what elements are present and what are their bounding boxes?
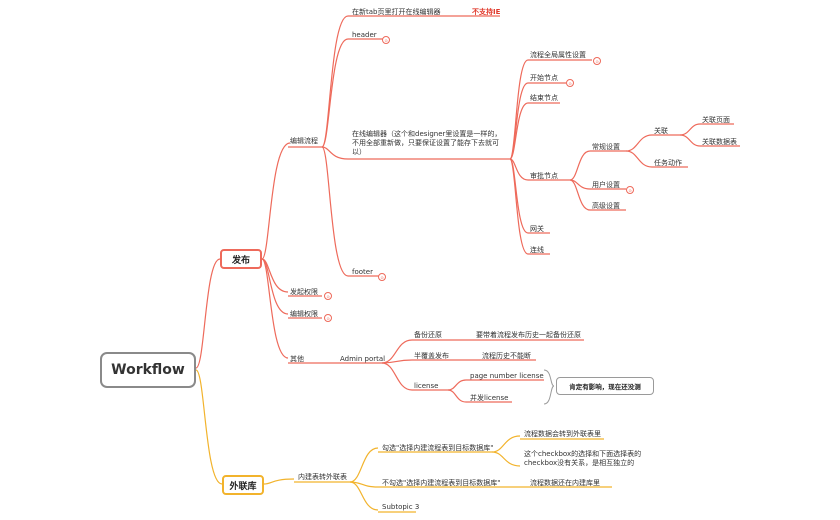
unchecked-option-node[interactable]: 不勾选"选择内建流程表到目标数据库" (382, 479, 501, 487)
connector-publish-other (261, 258, 289, 359)
edit-flow-node[interactable]: 编辑流程 (290, 137, 318, 145)
global-attr-link-icon[interactable]: ⊙ (593, 57, 601, 65)
connector-edit-editor (321, 146, 349, 160)
no-ie-label: 不支持IE (472, 8, 501, 16)
builtin-to-external-node[interactable]: 内建表转外联表 (298, 473, 347, 481)
connector-root-publish (195, 258, 221, 369)
checked-result-1[interactable]: 流程数据会转到外联表里 (524, 430, 601, 438)
edit-perm-link-icon[interactable]: ⊙ (324, 314, 332, 322)
relate-data-node[interactable]: 关联数据表 (702, 138, 737, 146)
connector-publish-edit (261, 142, 291, 260)
unchecked-result[interactable]: 流程数据还在内建库里 (530, 479, 600, 487)
publish-node[interactable]: 发布 (220, 249, 262, 269)
admin-portal-node[interactable]: Admin portal (340, 355, 386, 363)
subtopic-node[interactable]: Subtopic 3 (382, 503, 420, 511)
half-publish-node[interactable]: 半覆盖发布 (414, 352, 449, 360)
header-node[interactable]: header (352, 31, 377, 39)
relate-page-node[interactable]: 关联页面 (702, 116, 730, 124)
footer-node[interactable]: footer (352, 268, 373, 276)
connector-edit-header (321, 38, 349, 148)
half-publish-note[interactable]: 流程历史不能断 (482, 352, 531, 360)
connector-edit-footer (321, 146, 349, 277)
page-license-node[interactable]: page number license (470, 372, 544, 380)
connector-root-external (195, 369, 223, 485)
checked-result-2[interactable]: 这个checkbox的选择和下面选择表的checkbox没有关系，是相互独立的 (524, 450, 642, 467)
license-bracket (543, 369, 555, 405)
root-node[interactable]: Workflow (100, 352, 196, 388)
concurrent-license-node[interactable]: 并发license (470, 394, 509, 402)
initiate-perm-link-icon[interactable]: ⊙ (324, 292, 332, 300)
other-node[interactable]: 其他 (290, 355, 304, 363)
advanced-setting-node[interactable]: 高级设置 (592, 202, 620, 210)
header-link-icon[interactable]: ⊙ (382, 36, 390, 44)
start-node-link-icon[interactable]: ⊙ (566, 79, 574, 87)
backup-note[interactable]: 要带着流程发布历史一起备份还原 (476, 331, 581, 339)
connector-edit-newtab (321, 15, 349, 148)
user-setting-link-icon[interactable]: ⊙ (626, 186, 634, 194)
connection-node[interactable]: 连线 (530, 246, 544, 254)
global-attr-node[interactable]: 流程全局属性设置 (530, 51, 586, 59)
end-node[interactable]: 结束节点 (530, 94, 558, 102)
normal-setting-node[interactable]: 常规设置 (592, 143, 620, 151)
edit-perm-node[interactable]: 编辑权限 (290, 310, 318, 318)
user-setting-node[interactable]: 用户设置 (592, 181, 620, 189)
start-node[interactable]: 开始节点 (530, 74, 558, 82)
initiate-perm-node[interactable]: 发起权限 (290, 288, 318, 296)
editor-node[interactable]: 在线编辑器（这个和designer里设置是一样的，不用全部重新做，只要保证设置了… (352, 130, 502, 156)
impact-note-callout[interactable]: 肯定有影响，现在还没测 (556, 377, 654, 395)
gateway-node[interactable]: 网关 (530, 225, 544, 233)
new-tab-node[interactable]: 在新tab页里打开在线编辑器 (352, 8, 441, 16)
license-node[interactable]: license (414, 382, 439, 390)
backup-node[interactable]: 备份还原 (414, 331, 442, 339)
footer-link-icon[interactable]: ⊙ (378, 273, 386, 281)
checked-option-node[interactable]: 勾选"选择内建流程表到目标数据库" (382, 444, 494, 452)
relation-node[interactable]: 关联 (654, 127, 668, 135)
external-node[interactable]: 外联库 (222, 475, 264, 495)
task-action-node[interactable]: 任务动作 (654, 159, 682, 167)
approval-node[interactable]: 审批节点 (530, 172, 558, 180)
